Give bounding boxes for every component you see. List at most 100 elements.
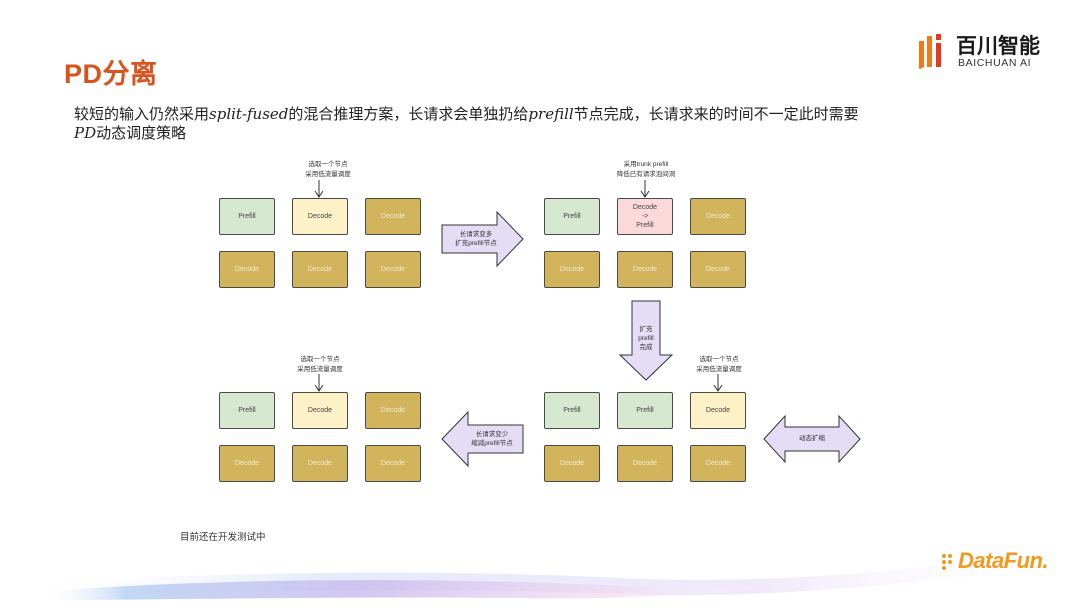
node-prefill: Prefill: [219, 198, 275, 235]
node-decode: Decode: [544, 251, 600, 288]
node-label: Decode: [307, 213, 333, 220]
desc-part: 动态调度策略: [96, 125, 187, 142]
baichuan-logo-mark-icon: [918, 34, 941, 69]
node-prefill: Prefill: [544, 392, 600, 429]
node-decode-selected: Decode: [292, 392, 348, 429]
logo-english-name: BAICHUAN AI: [958, 57, 1032, 69]
arrow-label-line: 动态扩缩: [799, 435, 825, 442]
down-arrow-icon: [713, 374, 723, 392]
node-prefill: Prefill: [544, 198, 600, 235]
note-trunk-prefill: 采用trunk prefill 降低已有请求泡间洞: [596, 160, 696, 180]
node-decode-to-prefill: Decode -> Prefill: [617, 198, 673, 235]
decorative-wave: [0, 550, 1080, 600]
datafun-logo: DataFun.: [940, 548, 1070, 580]
node-label: Decode: [380, 407, 406, 414]
footer-note: 目前还在开发测试中: [180, 532, 266, 543]
down-arrow-icon: [314, 180, 324, 198]
node-label: Prefill: [238, 213, 256, 220]
node-decode: Decode: [219, 251, 275, 288]
description-text: 较短的输入仍然采用split-fused的混合推理方案，长请求会单独扔给pref…: [74, 105, 864, 143]
arrow-label-line: 缩减prefill节点: [471, 440, 513, 447]
note-line: 采用trunk prefill: [623, 161, 669, 168]
arrow-label-line: 长请求变多: [459, 231, 493, 238]
node-label: Decode: [705, 407, 731, 414]
desc-italic: prefill: [528, 105, 574, 123]
node-decode: Decode: [365, 392, 421, 429]
node-label: Decode: [307, 407, 333, 414]
node-label: Prefill: [563, 213, 581, 220]
node-label: Decode: [559, 460, 585, 467]
note-line: 采用低流量调度: [297, 366, 343, 373]
node-decode: Decode: [219, 445, 275, 482]
page-title: PD分离: [64, 59, 158, 89]
node-label-stack: Decode -> Prefill: [633, 203, 657, 230]
node-decode: Decode: [544, 445, 600, 482]
desc-part: 较短的输入仍然采用: [74, 106, 210, 123]
node-decode: Decode: [365, 445, 421, 482]
node-label: Prefill: [563, 407, 581, 414]
node-label: Decode: [380, 213, 406, 220]
baichuan-logo: 百川智能 BAICHUAN AI: [916, 30, 1056, 74]
note-select-node: 选取一个节点 采用低流量调度: [275, 355, 365, 375]
node-decode-selected: Decode: [292, 198, 348, 235]
down-arrow-icon: [640, 180, 650, 198]
node-label: Prefill: [238, 407, 256, 414]
down-block-arrow-icon: [618, 300, 674, 381]
arrow-label-line: 完成: [639, 344, 653, 351]
arrow-label-line: 扩充prefill节点: [455, 240, 497, 247]
note-line: 选取一个节点: [308, 161, 348, 168]
desc-part: 节点完成，长请求来的时间不一定此时需要: [573, 106, 859, 123]
arrow-label-shrink-prefill: 长请求变少 缩减prefill节点: [460, 430, 524, 448]
note-line: 降低已有请求泡间洞: [616, 171, 676, 178]
note-line: 选取一个节点: [699, 356, 739, 363]
node-prefill: Prefill: [219, 392, 275, 429]
node-label: Decode: [307, 460, 333, 467]
node-decode: Decode: [617, 445, 673, 482]
arrow-label-line: 长请求变少: [475, 431, 509, 438]
node-label: Decode: [705, 266, 731, 273]
node-label: Decode: [307, 266, 333, 273]
node-decode: Decode: [292, 445, 348, 482]
node-label: Prefill: [636, 407, 654, 414]
arrow-label-dynamic-scaling: 动态扩缩: [786, 434, 838, 443]
node-decode: Decode: [690, 198, 746, 235]
datafun-text: DataFun.: [958, 548, 1049, 573]
down-arrow-icon: [314, 374, 324, 392]
left-block-arrow-icon: [441, 410, 524, 468]
node-label: Decode: [632, 266, 658, 273]
node-decode-selected: Decode: [690, 392, 746, 429]
node-label: Decode: [632, 204, 658, 211]
node-label: Decode: [705, 460, 731, 467]
arrow-label-prefill-done: 扩充 prefill 完成: [626, 325, 666, 352]
note-select-node: 选取一个节点 采用低流量调度: [283, 160, 373, 180]
node-label: ->: [641, 213, 649, 220]
node-decode: Decode: [365, 251, 421, 288]
note-line: 选取一个节点: [300, 356, 340, 363]
double-block-arrow-icon: [763, 414, 861, 464]
logo-chinese-name: 百川智能: [956, 35, 1040, 58]
node-label: Decode: [632, 460, 658, 467]
arrow-label-expand-prefill: 长请求变多 扩充prefill节点: [444, 230, 508, 248]
node-label: Decode: [380, 460, 406, 467]
node-label: Decode: [234, 460, 260, 467]
arrow-label-line: prefill: [638, 335, 654, 342]
note-line: 采用低流量调度: [696, 366, 742, 373]
node-decode: Decode: [292, 251, 348, 288]
node-prefill: Prefill: [617, 392, 673, 429]
note-select-node: 选取一个节点 采用低流量调度: [674, 355, 764, 375]
desc-italic: PD: [74, 124, 97, 142]
node-decode: Decode: [365, 198, 421, 235]
node-label: Prefill: [636, 222, 654, 229]
desc-italic: split-fused: [209, 105, 289, 123]
node-label: Decode: [559, 266, 585, 273]
right-block-arrow-icon: [441, 210, 524, 268]
node-label: Decode: [380, 266, 406, 273]
datafun-dots-icon: [942, 554, 952, 570]
node-decode: Decode: [617, 251, 673, 288]
node-decode: Decode: [690, 445, 746, 482]
note-line: 采用低流量调度: [305, 171, 351, 178]
node-label: Decode: [705, 213, 731, 220]
arrow-label-line: 扩充: [639, 326, 653, 333]
node-label: Decode: [234, 266, 260, 273]
desc-part: 的混合推理方案，长请求会单独扔给: [288, 106, 529, 123]
